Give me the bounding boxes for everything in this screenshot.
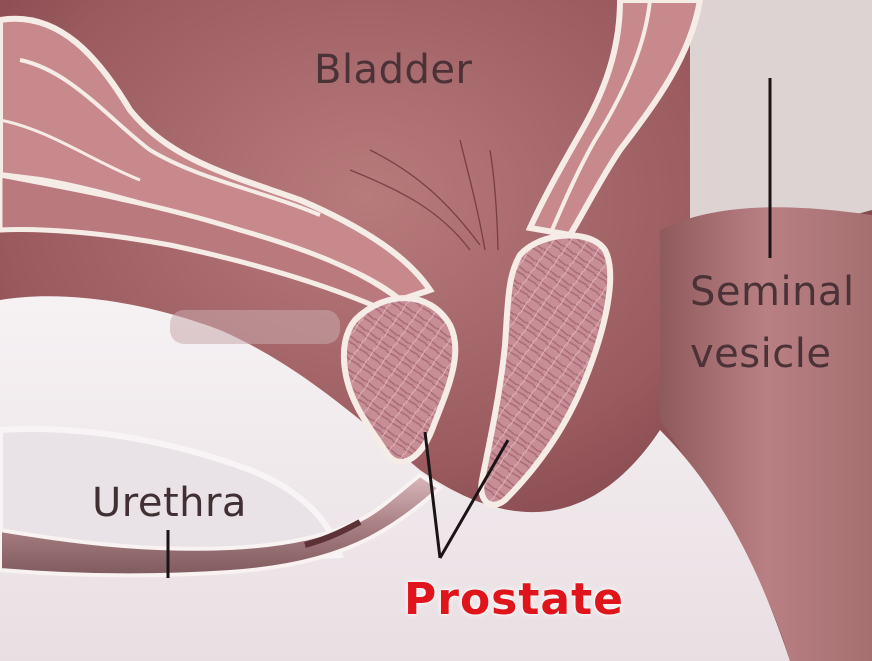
urethra-label: Urethra [92,483,247,523]
upper-right-tissue [690,0,872,240]
seminal-vesicle-label-line1: Seminal [690,272,855,312]
bladder-label: Bladder [314,50,472,90]
blurred-structure [170,310,340,344]
prostate-label: Prostate [404,578,624,622]
seminal-vesicle-label-line2: vesicle [690,334,831,374]
